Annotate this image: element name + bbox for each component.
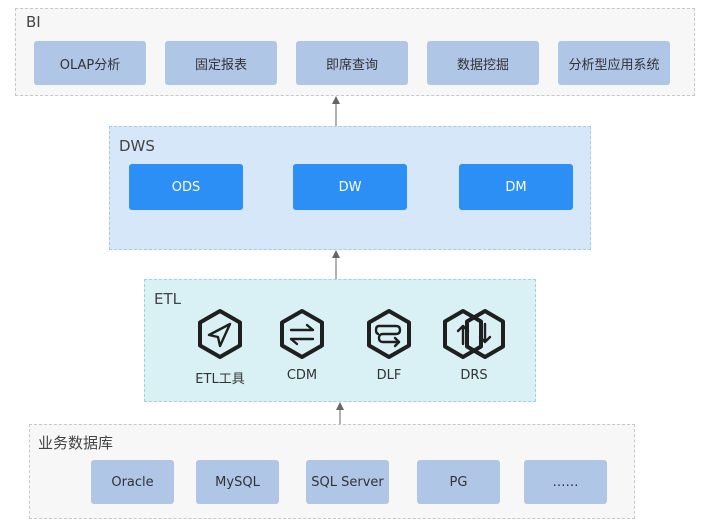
etl-tool-item: ETL工具 xyxy=(180,308,260,387)
business-db-layer-title: 业务数据库 xyxy=(38,434,114,452)
etl-layer: ETL ETL工具 CDM DLF DRS xyxy=(144,279,536,402)
cdm-label: CDM xyxy=(286,368,318,383)
dlf-item: DLF xyxy=(349,308,429,383)
bi-item-olap: OLAP分析 xyxy=(34,41,146,85)
db-item-more: …… xyxy=(524,460,607,504)
dws-item-dm: DM xyxy=(459,164,573,210)
bi-item-adhoc-query: 即席查询 xyxy=(296,41,408,85)
dws-layer-title: DWS xyxy=(119,137,155,155)
bi-item-fixed-report: 固定报表 xyxy=(165,41,277,85)
scroll-flow-icon xyxy=(367,309,411,359)
dws-layer: DWS ODS DW DM xyxy=(109,126,591,250)
etl-layer-title: ETL xyxy=(154,290,181,308)
business-db-layer: 业务数据库 Oracle MySQL SQL Server PG …… xyxy=(29,424,635,519)
db-item-pg: PG xyxy=(417,460,500,504)
dws-item-dw: DW xyxy=(293,164,407,210)
cdm-item: CDM xyxy=(262,308,342,383)
bidirectional-arrows-icon xyxy=(280,309,324,359)
bi-layer: BI OLAP分析 固定报表 即席查询 数据挖掘 分析型应用系统 xyxy=(15,8,695,96)
db-item-oracle: Oracle xyxy=(91,460,174,504)
db-item-sqlserver: SQL Server xyxy=(306,460,389,504)
bi-item-analytic-app: 分析型应用系统 xyxy=(558,41,670,85)
drs-item: DRS xyxy=(434,308,514,383)
replication-icon xyxy=(443,309,505,359)
etl-tool-label: ETL工具 xyxy=(195,372,245,387)
drs-label: DRS xyxy=(460,368,488,383)
bi-layer-title: BI xyxy=(26,13,41,31)
bi-item-data-mining: 数据挖掘 xyxy=(427,41,539,85)
dws-item-ods: ODS xyxy=(129,164,243,210)
navigation-arrow-icon xyxy=(198,309,242,359)
db-item-mysql: MySQL xyxy=(196,460,279,504)
dlf-label: DLF xyxy=(376,368,402,383)
